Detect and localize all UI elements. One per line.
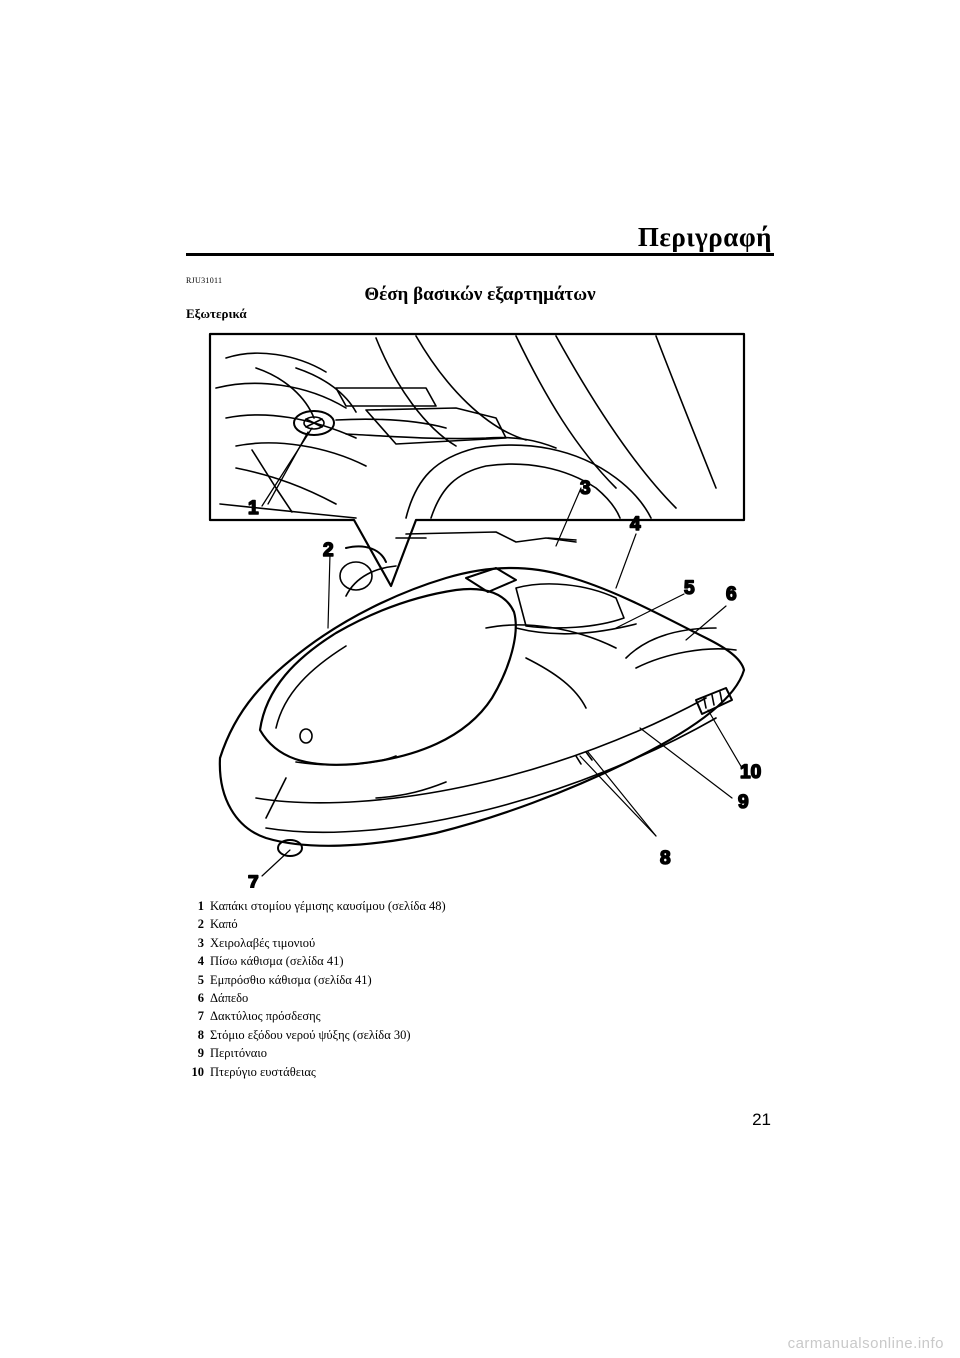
- callout-10: 10: [740, 762, 761, 783]
- legend-num: 2: [197, 917, 204, 932]
- legend-item: 5 Εμπρόσθιο κάθισμα (σελίδα 41): [182, 971, 446, 989]
- callout-3: 3: [580, 478, 591, 499]
- legend-text: Καπάκι στομίου γέμισης καυσίμου (σελίδα …: [210, 899, 446, 913]
- watercraft-illustration: 1 2 3 4 5 6 7 8 9 10: [208, 332, 762, 888]
- legend-list: 1 Καπάκι στομίου γέμισης καυσίμου (σελίδα…: [182, 897, 446, 1081]
- legend-num: 5: [197, 972, 204, 987]
- legend-item: 6 Δάπεδο: [182, 989, 446, 1007]
- legend-item: 9 Περιτόναιο: [182, 1044, 446, 1062]
- craft-body: [218, 531, 746, 857]
- legend-item: 10 Πτερύγιο ευστάθειας: [182, 1063, 446, 1081]
- legend-text: Εμπρόσθιο κάθισμα (σελίδα 41): [210, 972, 372, 987]
- document-code: RJU31011: [186, 276, 223, 285]
- inset-detail: [208, 332, 746, 588]
- callout-4: 4: [630, 514, 641, 535]
- legend-item: 7 Δακτύλιος πρόσδεσης: [182, 1007, 446, 1025]
- section-title: Περιγραφή: [637, 222, 772, 252]
- legend-item: 4 Πίσω κάθισμα (σελίδα 41): [182, 952, 446, 970]
- callout-1: 1: [248, 498, 259, 519]
- legend-num: 4: [197, 954, 204, 969]
- page-number: 21: [752, 1110, 771, 1129]
- legend-text: Δάπεδο: [210, 991, 249, 1006]
- legend-text: Πίσω κάθισμα (σελίδα 41): [210, 954, 344, 969]
- legend-item: 8 Στόμιο εξόδου νερού ψύξης (σελίδα 30): [182, 1026, 446, 1044]
- page-heading: Θέση βασικών εξαρτημάτων: [364, 284, 596, 305]
- legend-text: Χειρολαβές τιμονιού: [210, 935, 316, 950]
- header-rule: [186, 253, 774, 256]
- callout-8: 8: [660, 848, 671, 869]
- legend-num: 6: [197, 991, 204, 1006]
- legend-item: 2 Καπό: [182, 915, 446, 933]
- legend-num: 10: [191, 1064, 205, 1079]
- watermark[interactable]: carmanualsonline.info: [787, 1335, 944, 1352]
- legend-item: 1 Καπάκι στομίου γέμισης καυσίμου (σελίδα…: [182, 897, 446, 915]
- callout-7: 7: [248, 873, 259, 888]
- legend-num: 1: [197, 899, 204, 913]
- legend-num: 8: [197, 1027, 204, 1042]
- legend-text: Περιτόναιο: [210, 1046, 267, 1061]
- legend-num: 3: [197, 935, 204, 950]
- legend-text: Πτερύγιο ευστάθειας: [210, 1064, 316, 1079]
- legend-item: 3 Χειρολαβές τιμονιού: [182, 934, 446, 952]
- callout-6: 6: [726, 584, 737, 605]
- leader-lines: [261, 487, 743, 877]
- callout-5: 5: [684, 578, 695, 599]
- legend-num: 9: [197, 1046, 204, 1061]
- legend-text: Καπό: [210, 917, 238, 932]
- callout-2: 2: [323, 540, 334, 561]
- legend-text: Δακτύλιος πρόσδεσης: [210, 1009, 321, 1024]
- legend-text: Στόμιο εξόδου νερού ψύξης (σελίδα 30): [210, 1027, 411, 1042]
- callout-9: 9: [738, 792, 749, 813]
- legend-num: 7: [197, 1009, 204, 1024]
- subheading: Εξωτερικά: [186, 306, 247, 321]
